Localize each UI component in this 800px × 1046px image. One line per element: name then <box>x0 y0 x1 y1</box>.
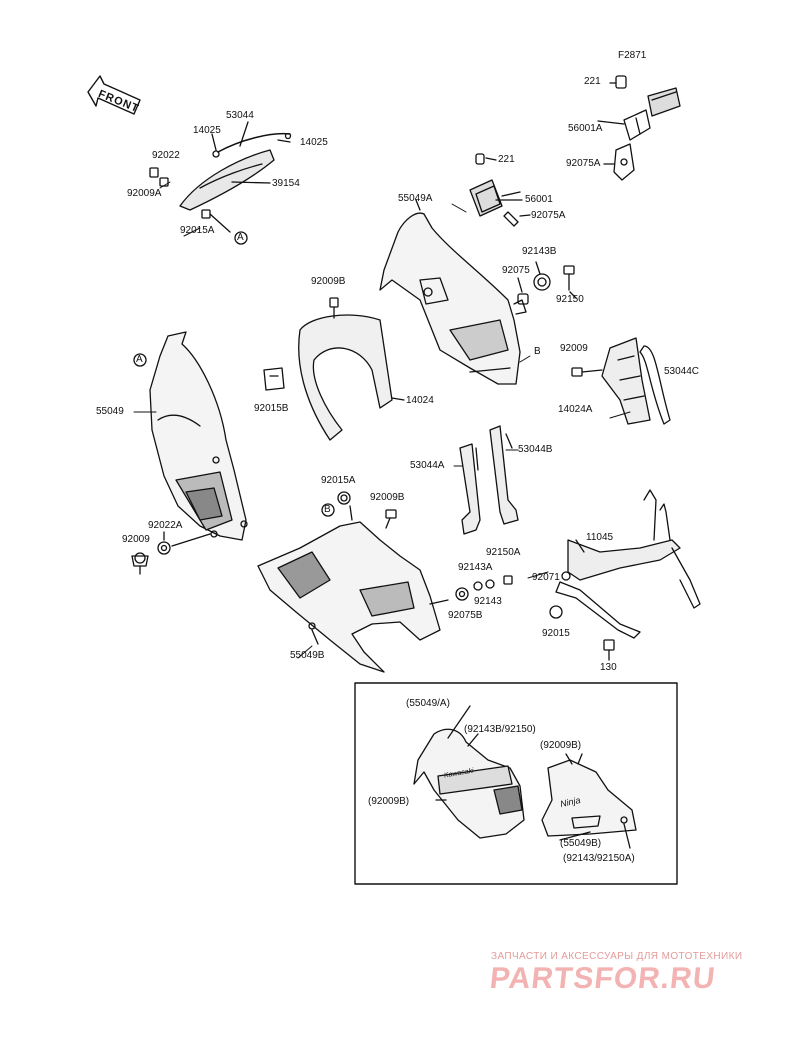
upper-fairing-right <box>379 199 527 385</box>
part-label-14024a: 14024A <box>558 404 593 415</box>
inner-cover-14024 <box>263 297 405 441</box>
part-label-92075: 92075 <box>502 265 530 276</box>
fastener-cluster-lower <box>429 575 513 605</box>
part-label-11045: 11045 <box>586 532 614 543</box>
part-label-55049: 55049 <box>96 406 124 417</box>
fastener-cluster-left <box>131 531 211 575</box>
inset-label-55049-a: (55049/A) <box>406 698 450 709</box>
part-label-56001: 56001 <box>525 194 553 205</box>
fastener-cluster-mid <box>517 261 577 305</box>
variant-inset-frame <box>354 682 678 885</box>
part-label-92009a: 92009A <box>127 188 162 199</box>
part-label-92015b: 92015B <box>254 403 289 414</box>
part-label-14025-left: 14025 <box>193 125 221 136</box>
part-label-92009b-upper: 92009B <box>311 276 346 287</box>
part-label-92143a: 92143A <box>458 562 493 573</box>
ref-mark-b-mid: B <box>534 346 541 357</box>
watermark-tagline: ЗАПЧАСТИ И АКСЕССУАРЫ ДЛЯ МОТОТЕХНИКИ <box>491 951 743 962</box>
inset-label-92009b-right: (92009B) <box>540 740 582 751</box>
part-label-53044a: 53044A <box>410 460 445 471</box>
part-label-92071: 92071 <box>532 572 560 583</box>
ref-mark-a-left: A <box>136 354 143 365</box>
part-label-221-mid: 221 <box>498 154 515 165</box>
part-label-92143b: 92143B <box>522 246 557 257</box>
part-label-92015a-upper: 92015A <box>180 225 215 236</box>
part-label-92150a: 92150A <box>486 547 521 558</box>
watermark-brand: PARTSFOR.RU <box>488 962 718 995</box>
part-label-55049b: 55049B <box>290 650 325 661</box>
part-label-53044c: 53044C <box>664 366 700 377</box>
part-label-92075a-mid: 92075A <box>531 210 566 221</box>
inner-panel-right <box>571 337 671 425</box>
part-label-92022a: 92022A <box>148 520 183 531</box>
part-label-92009: 92009 <box>560 343 588 354</box>
inset-label-92143b-92150: (92143B/92150) <box>464 724 536 735</box>
lower-fairing-left <box>133 331 248 541</box>
part-label-14025-right: 14025 <box>300 137 328 148</box>
inset-label-55049b: (55049B) <box>560 838 602 849</box>
label-leader-lines <box>133 181 631 659</box>
part-label-92009b-lower: 92009B <box>370 492 405 503</box>
part-label-221-upper: 221 <box>584 76 601 87</box>
fairing-bracket <box>549 489 701 661</box>
part-label-130: 130 <box>600 662 617 673</box>
inset-label-92143-92150a: (92143/92150A) <box>563 853 635 864</box>
ref-mark-b-lower: B <box>324 504 331 515</box>
air-duct-pair <box>459 425 519 535</box>
windshield-group <box>149 121 292 245</box>
part-label-92150: 92150 <box>556 294 584 305</box>
variant-inset-drawing <box>413 705 637 849</box>
part-label-53044b: 53044B <box>518 444 553 455</box>
front-arrow-icon <box>87 75 141 115</box>
mirror-assembly-upper <box>597 75 681 181</box>
lower-fairing-belly <box>257 491 441 673</box>
part-label-53044: 53044 <box>226 110 254 121</box>
part-label-39154: 39154 <box>272 178 300 189</box>
part-label-92075a-upper: 92075A <box>566 158 601 169</box>
mirror-assembly-mid <box>469 153 531 227</box>
part-label-92009-left: 92009 <box>122 534 150 545</box>
part-label-92022: 92022 <box>152 150 180 161</box>
part-label-92015a-lower: 92015A <box>321 475 356 486</box>
part-label-14024: 14024 <box>406 395 434 406</box>
part-label-55049a: 55049A <box>398 193 433 204</box>
part-label-92075b: 92075B <box>448 610 483 621</box>
part-label-92143: 92143 <box>474 596 502 607</box>
figure-code: F2871 <box>618 50 647 61</box>
inset-label-92009b-left: (92009B) <box>368 796 410 807</box>
part-label-92015: 92015 <box>542 628 570 639</box>
part-label-56001a: 56001A <box>568 123 603 134</box>
ref-mark-a-upper: A <box>237 232 244 243</box>
